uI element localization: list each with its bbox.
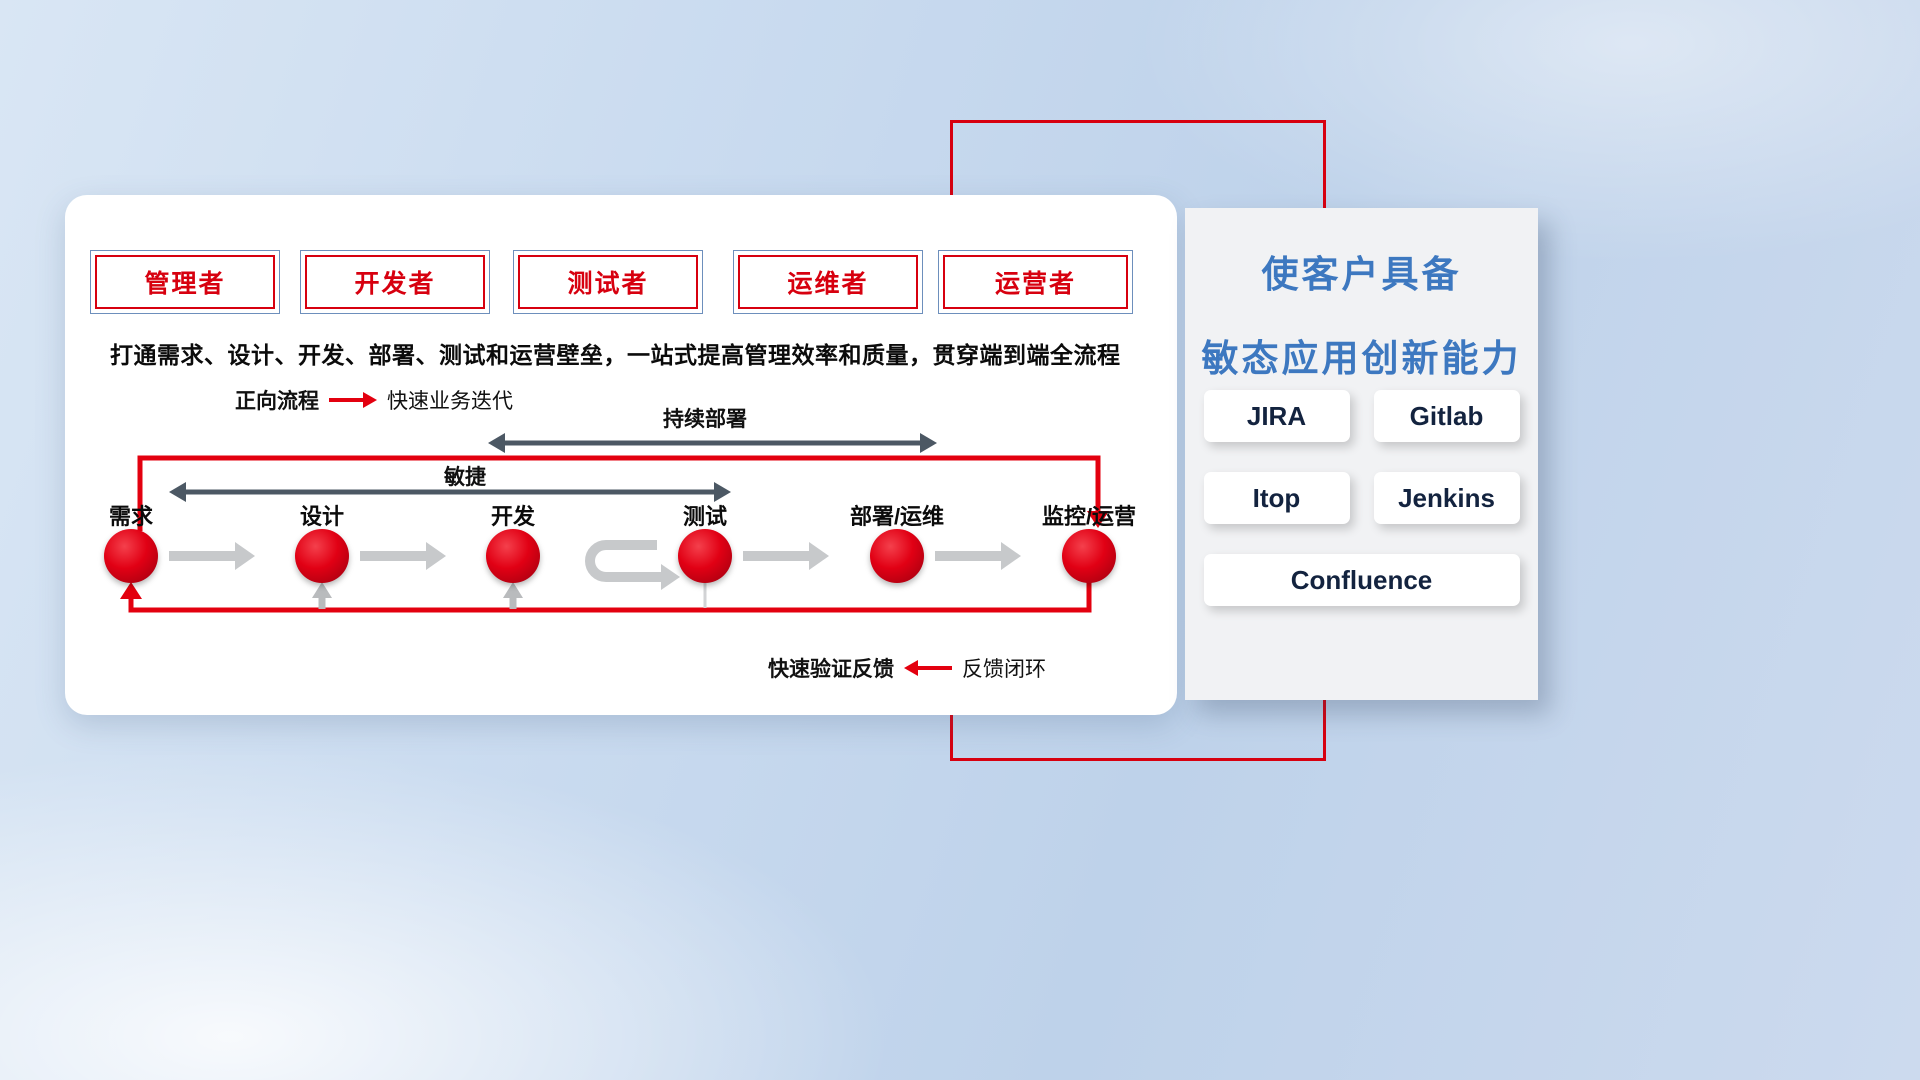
tool-gitlab: Gitlab — [1373, 390, 1520, 442]
tool-itop: Itop — [1203, 472, 1350, 524]
role-box-ops: 运维者 — [733, 250, 923, 314]
tool-list: JIRA Gitlab Itop Jenkins Confluence — [1185, 390, 1538, 606]
stage-label-monitor-operations: 监控/运营 — [1041, 504, 1137, 529]
forward-legend: 正向流程 快速业务迭代 — [235, 385, 513, 415]
stage-label-testing: 测试 — [682, 504, 727, 529]
loop-back-icon — [585, 540, 680, 590]
card-subtitle: 打通需求、设计、开发、部署、测试和运营壁垒，一站式提高管理效率和质量，贯穿端到端… — [110, 342, 1121, 368]
flow-connector-arrows — [169, 542, 1021, 570]
forward-legend-label: 正向流程 — [235, 390, 319, 413]
role-label-tester: 测试者 — [518, 255, 698, 309]
role-label-manager: 管理者 — [95, 255, 275, 309]
panel-title-line2: 敏态应用创新能力 — [1201, 338, 1522, 379]
stage-label-development: 开发 — [490, 504, 535, 529]
stage-node-circles — [104, 529, 1116, 583]
stage-label-deploy-ops: 部署/运维 — [849, 504, 945, 529]
continuous-deploy-span-arrow — [488, 433, 937, 453]
feedback-legend-value: 反馈闭环 — [962, 658, 1046, 681]
feedback-legend: 快速验证反馈 反馈闭环 — [768, 653, 1046, 683]
feedback-legend-label: 快速验证反馈 — [768, 658, 894, 681]
panel-title-line1: 使客户具备 — [1261, 254, 1462, 295]
devops-flow-card: 管理者 开发者 测试者 运维者 运营者 打通需求、设计、开发、部署、测试和运营壁… — [65, 195, 1177, 715]
stage-label-requirements: 需求 — [108, 504, 153, 529]
stage-node-circle — [870, 529, 924, 583]
red-feedback-loop — [120, 581, 1092, 613]
forward-legend-value: 快速业务迭代 — [387, 390, 513, 413]
forward-arrow-icon — [329, 392, 377, 408]
feedback-arrow-icon — [904, 660, 952, 676]
agile-label: 敏捷 — [444, 466, 486, 489]
role-label-operator: 运营者 — [943, 255, 1128, 309]
tool-confluence: Confluence — [1203, 554, 1520, 606]
role-box-developer: 开发者 — [300, 250, 490, 314]
feedback-up-arrows — [312, 582, 707, 609]
stage-node-circle — [1062, 529, 1116, 583]
stage-node-circle — [678, 529, 732, 583]
role-label-ops: 运维者 — [738, 255, 918, 309]
stage-node-circle — [295, 529, 349, 583]
role-box-manager: 管理者 — [90, 250, 280, 314]
role-box-operator: 运营者 — [938, 250, 1133, 314]
role-label-developer: 开发者 — [305, 255, 485, 309]
role-box-tester: 测试者 — [513, 250, 703, 314]
stage-label-design: 设计 — [299, 504, 344, 529]
capability-panel: 使客户具备 敏态应用创新能力 JIRA Gitlab Itop Jenkins … — [1185, 208, 1538, 700]
stage-node-circle — [104, 529, 158, 583]
continuous-deploy-label: 持续部署 — [663, 408, 747, 431]
tool-jira: JIRA — [1203, 390, 1350, 442]
stage-node-circle — [486, 529, 540, 583]
tool-jenkins: Jenkins — [1373, 472, 1520, 524]
